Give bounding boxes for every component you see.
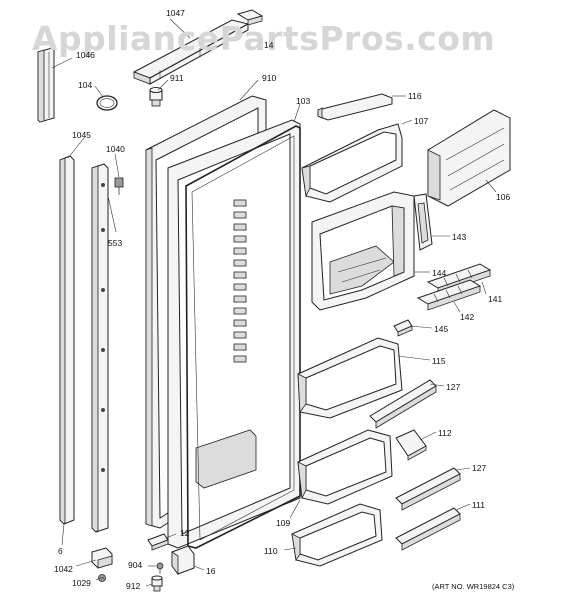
callout-16: 16 — [206, 566, 216, 576]
part-112-panel — [395, 429, 427, 461]
part-104-ring — [96, 95, 118, 111]
part-109-bin — [297, 429, 393, 505]
part-111-strip — [395, 507, 461, 551]
callout-12: 12 — [180, 528, 190, 538]
callout-112: 112 — [438, 428, 452, 438]
part-911-bushing — [149, 87, 163, 107]
callout-127-lower: 127 — [472, 463, 486, 473]
callout-141: 141 — [488, 294, 502, 304]
callout-553: 553 — [108, 238, 122, 248]
part-904-screw — [156, 562, 164, 574]
part-12-bracket — [147, 533, 169, 551]
part-1047-rail — [132, 9, 264, 85]
part-103-liner — [167, 119, 301, 549]
part-1029-screw — [98, 574, 106, 582]
part-1042-clip — [91, 547, 113, 569]
part-107-bin — [301, 123, 403, 203]
callout-109: 109 — [276, 518, 290, 528]
part-1040-screw — [114, 177, 124, 195]
liner-shelf-supports — [233, 199, 247, 363]
part-1045-trim — [59, 155, 75, 525]
callout-110: 110 — [264, 546, 278, 556]
callout-115: 115 — [432, 356, 446, 366]
callout-144: 144 — [432, 268, 446, 278]
part-553-strip — [91, 163, 109, 533]
callout-107: 107 — [414, 116, 428, 126]
callout-1040: 1040 — [106, 144, 125, 154]
callout-116: 116 — [408, 91, 422, 101]
callout-1047: 1047 — [166, 8, 185, 18]
callout-1029: 1029 — [72, 578, 91, 588]
callout-143: 143 — [452, 232, 466, 242]
part-912-bushing — [151, 575, 163, 592]
part-145-button — [393, 319, 413, 337]
callout-1046: 1046 — [76, 50, 95, 60]
callout-127-upper: 127 — [446, 382, 460, 392]
callout-103: 103 — [296, 96, 310, 106]
callout-912: 912 — [126, 581, 140, 591]
callout-labels: 1047 1046 14 104 911 910 103 116 107 106… — [54, 8, 510, 591]
part-127-strip-upper — [369, 379, 437, 429]
part-16-hinge — [171, 545, 195, 576]
callout-14: 14 — [264, 40, 274, 50]
art-number: (ART NO. WR19824 C3) — [432, 582, 515, 591]
callout-911: 911 — [170, 73, 184, 83]
part-116-handle — [317, 93, 393, 121]
part-127-strip-lower — [395, 467, 461, 511]
callout-111: 111 — [472, 500, 485, 510]
watermark-text: AppliancePartsPros.com — [32, 19, 495, 58]
callout-142: 142 — [460, 312, 474, 322]
part-143-lever — [413, 193, 433, 251]
leader-lines — [51, 18, 497, 587]
callout-1042: 1042 — [54, 564, 73, 574]
callout-104: 104 — [78, 80, 92, 90]
callout-106: 106 — [496, 192, 510, 202]
callout-6: 6 — [58, 546, 63, 556]
part-106-cover — [427, 109, 511, 207]
part-142-tray — [416, 279, 482, 311]
callout-904: 904 — [128, 560, 142, 570]
part-115-bin — [297, 337, 403, 419]
callout-145: 145 — [434, 324, 448, 334]
part-144-housing — [311, 191, 415, 311]
part-110-bin — [291, 503, 383, 567]
callout-1045: 1045 — [72, 130, 91, 140]
part-1046-strip — [37, 47, 55, 123]
callout-910: 910 — [262, 73, 276, 83]
